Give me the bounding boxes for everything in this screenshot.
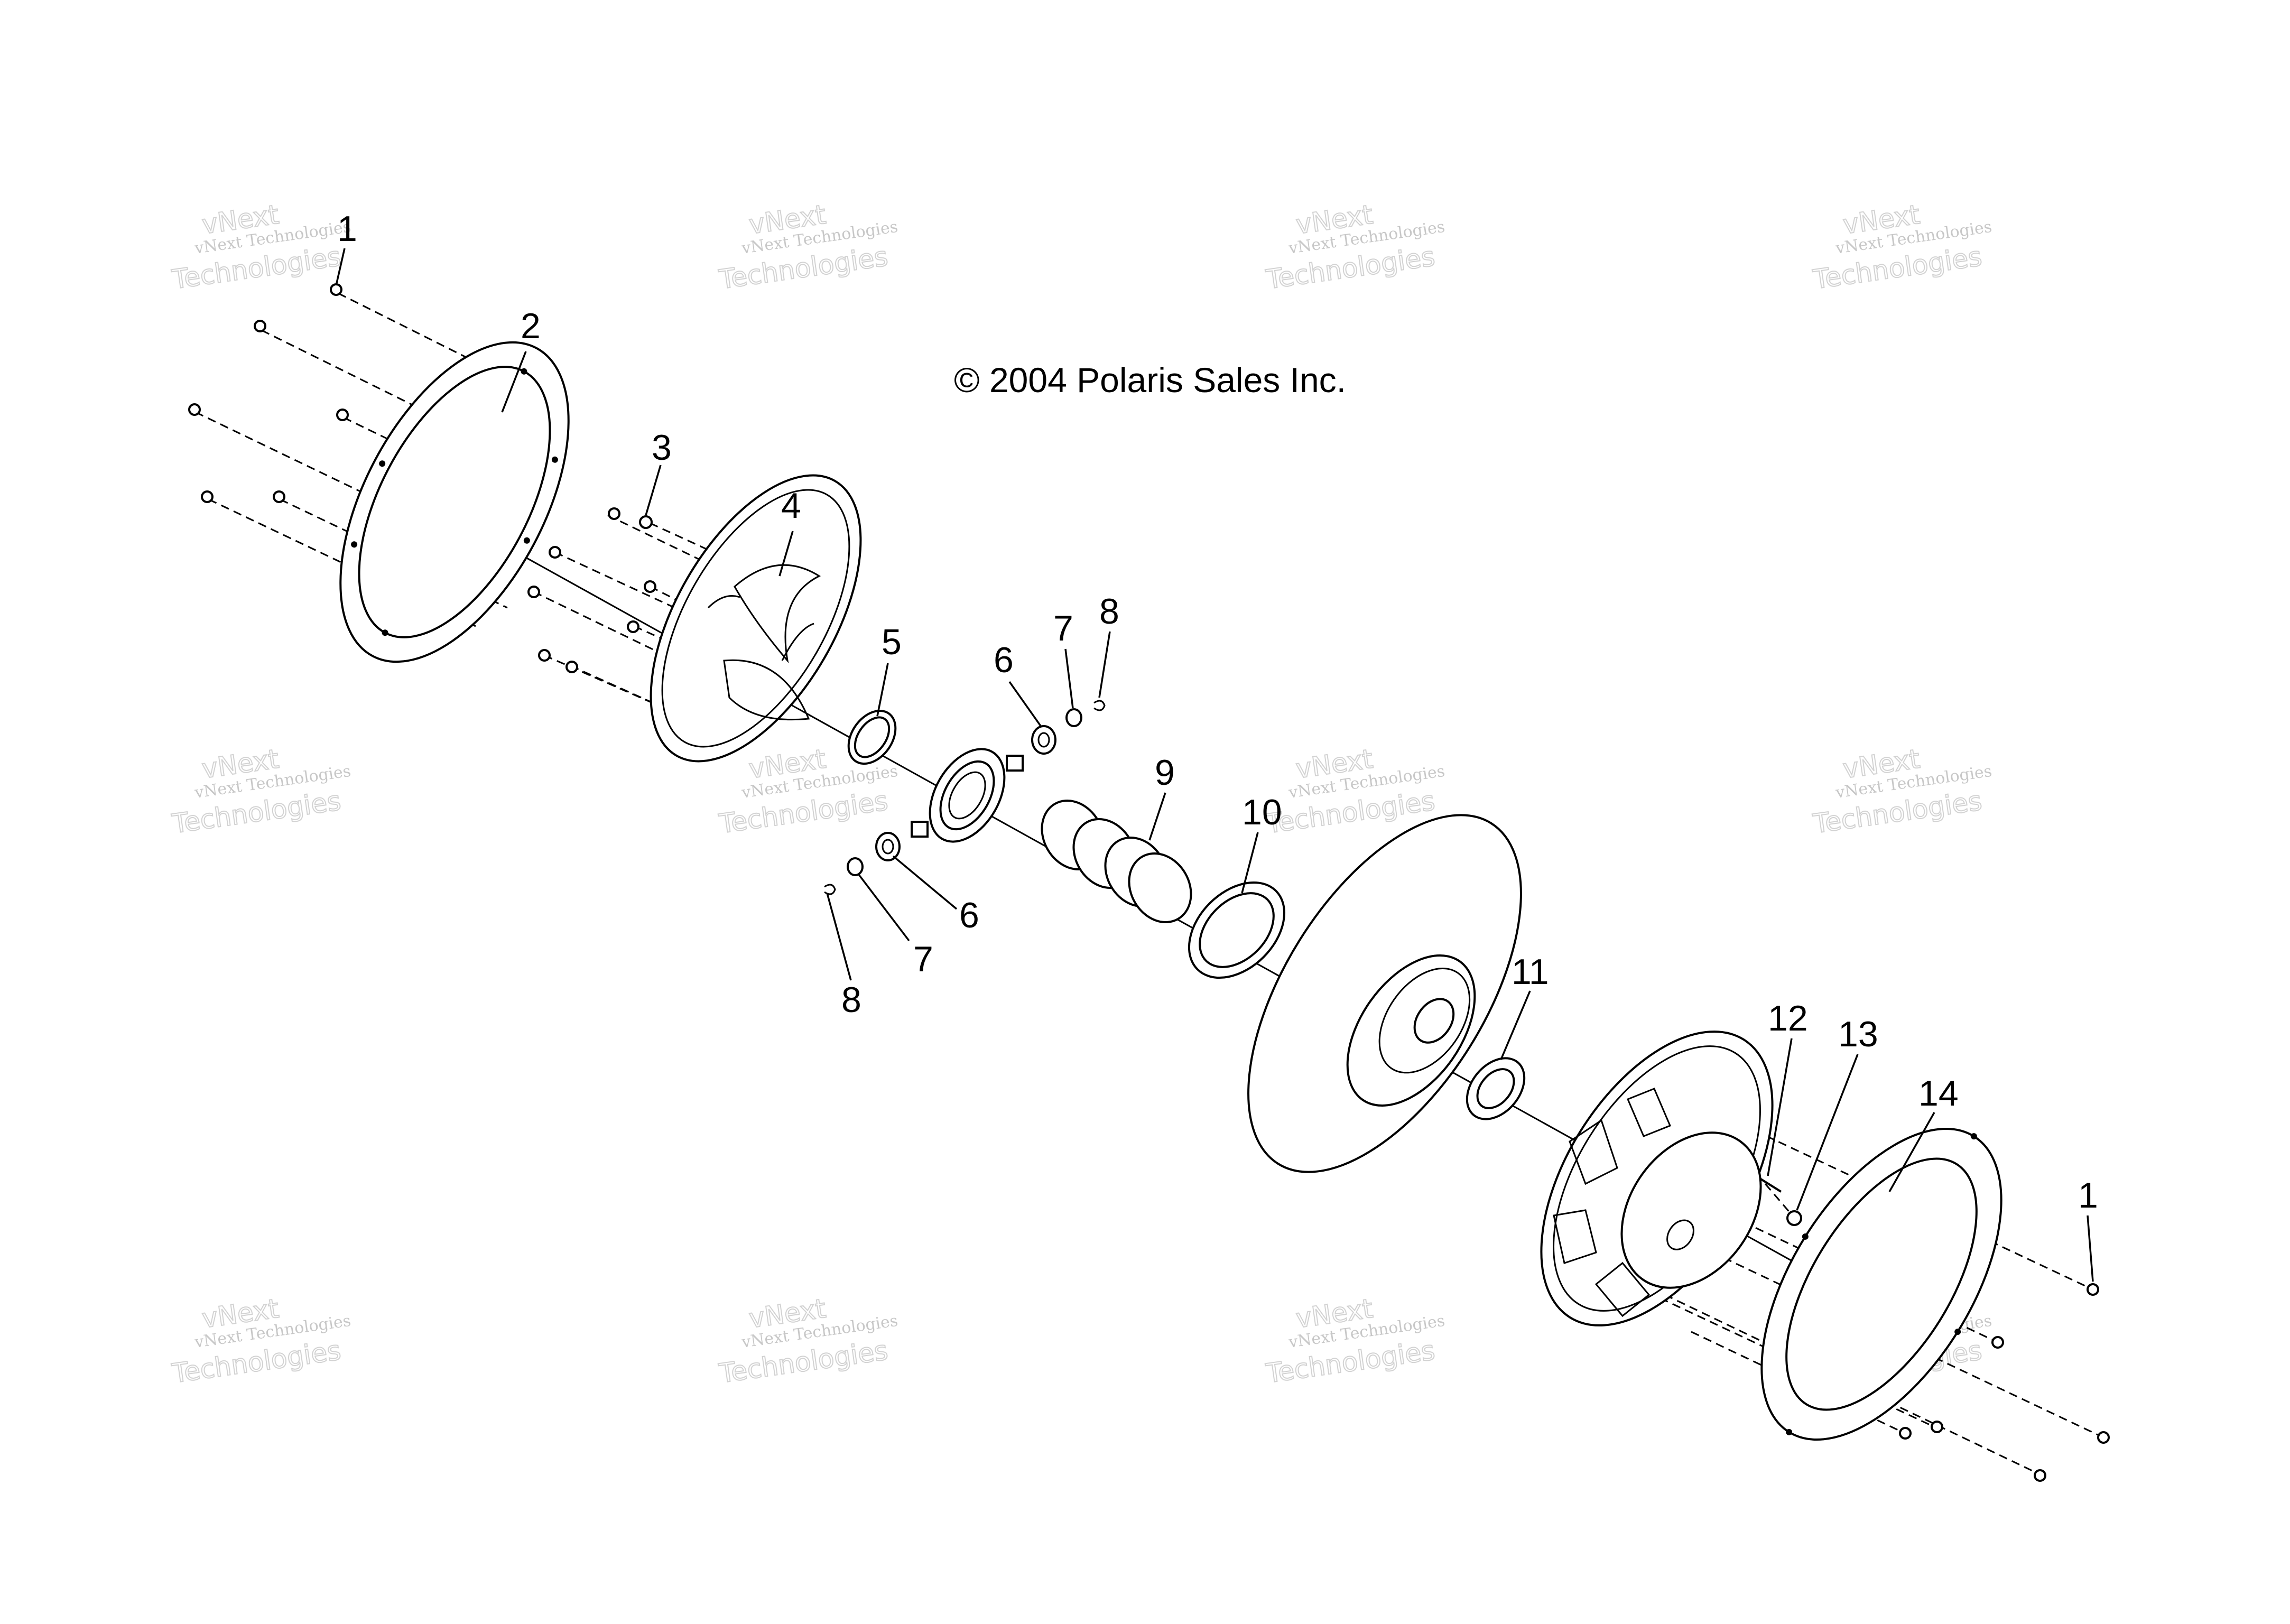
- clip-part-8-upper: [1093, 700, 1106, 711]
- callout-11: 11: [1512, 952, 1549, 992]
- callout-9: 9: [1155, 753, 1175, 793]
- gasket-ring-part-2: [339, 341, 570, 663]
- bolt-heads-left: [188, 283, 349, 503]
- roller-part-6-lower: [875, 832, 901, 861]
- screw-set-part-3: [527, 507, 656, 673]
- callout-8-lower: 8: [841, 980, 861, 1020]
- callout-8-upper: 8: [1099, 591, 1119, 632]
- moveable-sheave: [1247, 814, 1522, 1173]
- callout-10: 10: [1242, 792, 1282, 832]
- roller-part-6-upper: [1031, 725, 1056, 755]
- nut-part-13: [1786, 1210, 1802, 1226]
- callout-7-lower: 7: [913, 939, 933, 979]
- callout-1-left: 1: [337, 209, 357, 249]
- callout-7-upper: 7: [1053, 608, 1073, 648]
- bushing-ring-part-10: [1188, 881, 1286, 979]
- washer-part-11: [1466, 1057, 1526, 1120]
- spring-part-9: [1041, 800, 1192, 923]
- callout-labels: 1 2 3 4 5 6 7 8 9 10 6 7 8 11 12 13 14 1: [337, 209, 2098, 1215]
- callout-6-lower: 6: [959, 895, 979, 935]
- pin-part-12: [1759, 1177, 1782, 1193]
- callout-2: 2: [521, 306, 541, 346]
- snap-ring-part-5: [847, 709, 897, 765]
- washer-part-7-upper: [1065, 708, 1082, 727]
- callout-3: 3: [652, 428, 672, 468]
- clip-part-8-lower: [824, 884, 836, 895]
- callout-12: 12: [1768, 998, 1808, 1038]
- callout-14: 14: [1918, 1073, 1959, 1113]
- copyright-text: © 2004 Polaris Sales Inc.: [954, 360, 1346, 400]
- callout-6-upper: 6: [994, 640, 1014, 680]
- callout-5: 5: [882, 622, 902, 662]
- callout-4: 4: [781, 486, 801, 526]
- callout-1-right: 1: [2078, 1175, 2098, 1215]
- washer-part-7-lower: [847, 857, 864, 876]
- callout-13: 13: [1838, 1014, 1878, 1054]
- bolt-heads-right: [1899, 1283, 2110, 1482]
- cover-ring-part-14: [1760, 1128, 2002, 1441]
- cam-housing-part-4: [650, 474, 862, 763]
- leader-lines: [335, 248, 2094, 1282]
- roller-hub-assembly: [911, 748, 1024, 843]
- helix-assembly: [1540, 1031, 1774, 1326]
